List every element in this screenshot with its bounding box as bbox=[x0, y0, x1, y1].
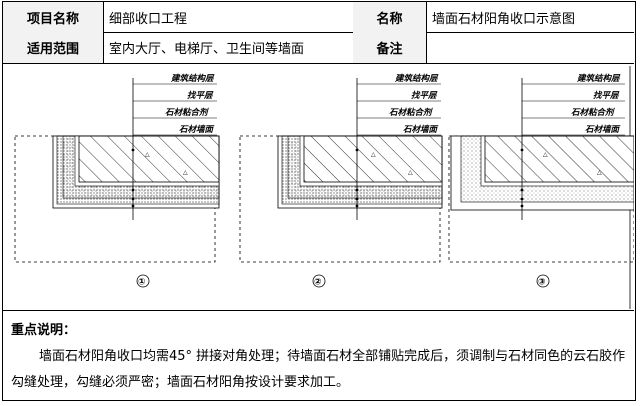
fig1-layer-1: 建筑结构层 bbox=[170, 73, 215, 84]
header-col-divider-1 bbox=[103, 2, 104, 63]
name-value: 墙面石材阳角收口示意图 bbox=[432, 11, 576, 27]
corner-detail-diagram: △ △ 建筑结构层 找平层 石材粘合剂 石材墙面 ① bbox=[14, 66, 634, 309]
notes-title: 重点说明： bbox=[11, 323, 77, 338]
notes-body: 墙面石材阳角收口均需45° 拼接对角处理；待墙面石材全部铺贴完成后，须调制与石材… bbox=[11, 349, 626, 390]
fig2-layer-4: 石材墙面 bbox=[403, 124, 439, 135]
fig3-label: ③ bbox=[538, 278, 546, 288]
svg-text:△: △ bbox=[597, 169, 602, 176]
item-name-value: 细部收口工程 bbox=[109, 11, 188, 27]
name-label: 名称 bbox=[353, 2, 426, 32]
fig1-layer-2: 找平层 bbox=[187, 90, 214, 101]
scope-value: 室内大厅、电梯厅、卫生间等墙面 bbox=[109, 42, 305, 57]
figure-1: △ △ 建筑结构层 找平层 石材粘合剂 石材墙面 ① bbox=[14, 73, 220, 288]
fig1-layer-4: 石材墙面 bbox=[179, 124, 215, 135]
svg-text:△: △ bbox=[183, 169, 188, 176]
header-col-divider-3 bbox=[426, 2, 427, 63]
svg-text:△: △ bbox=[145, 151, 150, 158]
figure-3: △ △ 建筑结构层 找平层 石材粘合剂 石材墙面 ③ bbox=[448, 73, 634, 288]
fig3-layer-3: 石材粘合剂 bbox=[571, 107, 615, 118]
spec-sheet: 项目名称 细部收口工程 名称 墙面石材阳角收口示意图 适用范围 室内大厅、电梯厅… bbox=[2, 1, 636, 401]
svg-text:△: △ bbox=[543, 151, 548, 158]
fig2-label: ② bbox=[314, 278, 322, 288]
fig2-layer-1: 建筑结构层 bbox=[394, 73, 439, 84]
fig3-layer-4: 石材墙面 bbox=[585, 124, 621, 135]
notes-divider bbox=[3, 310, 634, 311]
fig2-layer-2: 找平层 bbox=[411, 90, 438, 101]
fig3-layer-1: 建筑结构层 bbox=[576, 73, 621, 84]
fig2-layer-3: 石材粘合剂 bbox=[389, 107, 433, 118]
remark-label: 备注 bbox=[353, 32, 426, 63]
figure-2: △ △ 建筑结构层 找平层 石材粘合剂 石材墙面 ② bbox=[239, 73, 443, 288]
fig1-layer-3: 石材粘合剂 bbox=[165, 107, 209, 118]
header-row-divider bbox=[3, 32, 634, 33]
remark-value bbox=[426, 32, 634, 63]
item-name-label: 项目名称 bbox=[3, 2, 103, 32]
header-bottom-line bbox=[3, 63, 634, 64]
svg-text:△: △ bbox=[371, 151, 376, 158]
fig3-layer-2: 找平层 bbox=[593, 90, 620, 101]
fig1-label: ① bbox=[138, 278, 146, 288]
svg-text:△: △ bbox=[408, 169, 413, 176]
scope-label: 适用范围 bbox=[3, 32, 103, 63]
